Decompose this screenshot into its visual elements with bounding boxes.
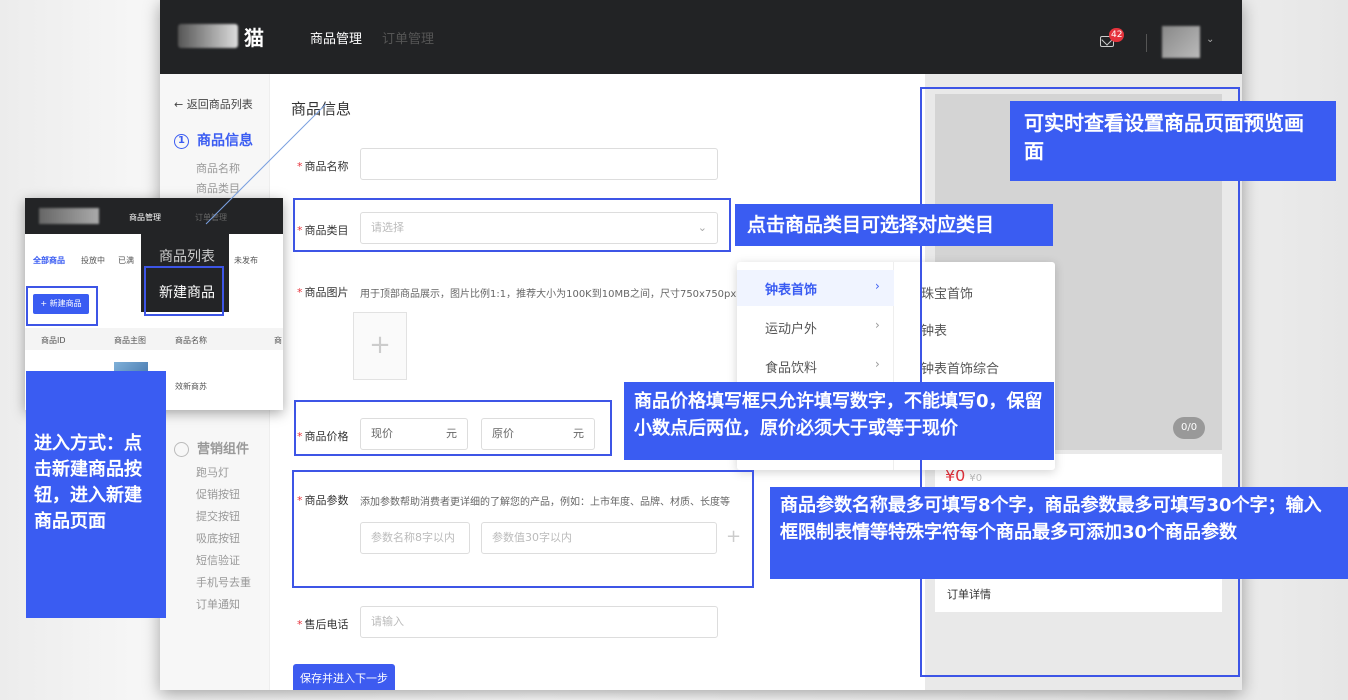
annotation-entry: 进入方式：点击新建商品按钮，进入新建商品页面 [26,371,166,618]
inset-tab-all[interactable]: 全部商品 [33,256,65,265]
inset-col-image: 商品主图 [114,336,146,345]
dropdown-option[interactable]: 食品饮料 [765,361,818,376]
step-sub-item[interactable]: 提交按钮 [196,510,240,523]
name-label: *商品名称 [297,160,349,173]
params-label: *商品参数 [297,494,349,507]
new-button-highlight-box [26,286,98,326]
chevron-down-icon: ⌄ [697,221,707,234]
dropdown-suboption[interactable]: 珠宝首饰 [921,287,974,302]
step-number-icon: 1 [174,133,189,149]
dropdown-suboption[interactable]: 钟表 [921,324,948,339]
chevron-right-icon: › [875,357,880,371]
product-name-input[interactable] [360,148,718,180]
step-sub-item[interactable]: 促销按钮 [196,488,240,501]
new-product-highlight-box [144,266,224,316]
preview-price: ¥0¥0 [945,466,983,485]
step-title: 营销组件 [197,442,250,457]
step-circle-icon [174,442,189,457]
annotation-category: 点击商品类目可选择对应类目 [735,204,1053,246]
step-marketing[interactable]: 营销组件 [174,438,249,457]
inset-tab-full[interactable]: 已满 [118,256,134,265]
step-sub-item[interactable]: 短信验证 [196,554,240,567]
chevron-down-icon[interactable]: ⌄ [1206,34,1215,45]
mail-badge: 42 [1109,28,1125,42]
current-price-input[interactable]: 现价元 [360,418,468,450]
original-price-input[interactable]: 原价元 [481,418,595,450]
step-sub-item[interactable]: 商品类目 [196,182,240,195]
inset-col-id: 商品ID [41,336,66,345]
inset-tab-unpublished[interactable]: 未发布 [234,256,258,265]
params-highlight-box [292,470,754,588]
arrow-left-icon: ← [174,98,184,111]
order-details-label: 订单详情 [947,588,991,601]
dropdown-option[interactable]: 钟表首饰 [765,283,818,298]
price-highlight-box [294,400,612,456]
connector-line [205,103,327,225]
inset-table-header [25,328,283,350]
dropdown-option[interactable]: 运动户外 [765,322,818,337]
menu-product-list[interactable]: 商品列表 [159,249,215,265]
inset-nav-dropdown: 商品列表 新建商品 [141,232,229,312]
phone-label: *售后电话 [297,618,349,631]
step-sub-item[interactable]: 商品名称 [196,162,240,175]
category-label: *商品类目 [297,224,349,237]
category-highlight-box [293,198,731,252]
back-label: 返回商品列表 [186,98,253,111]
logo-text: 猫 [244,26,264,50]
after-sales-phone-input[interactable]: 请输入 [360,606,718,638]
inset-col-extra: 商 [274,336,282,345]
inset-nav-bar: 商品管理 订单管理 [25,198,283,234]
price-label: *商品价格 [297,430,349,443]
param-value-input[interactable]: 参数值30字以内 [481,522,717,554]
step-title: 商品信息 [197,133,253,149]
inset-row-name: 效新商苏 [175,382,207,391]
top-nav-bar: 猫 商品管理 订单管理 42 ⌄ [160,0,1242,74]
avatar[interactable] [1162,26,1200,58]
params-hint: 添加参数帮助消费者更详细的了解您的产品，例如：上市年度、品牌、材质、长度等 [360,497,730,508]
nav-order-management[interactable]: 订单管理 [382,32,435,47]
step-sub-item[interactable]: 订单通知 [196,598,240,611]
add-param-icon[interactable]: + [726,526,742,547]
dropdown-suboption[interactable]: 钟表首饰综合 [921,362,1000,377]
inset-nav-products[interactable]: 商品管理 [129,213,161,222]
dropdown-level1: 钟表首饰 › 运动户外 › 食品饮料 › [737,262,894,470]
annotation-preview: 可实时查看设置商品页面预览画面 [1010,101,1336,181]
nav-product-management[interactable]: 商品管理 [310,32,363,47]
image-counter: 0/0 [1173,417,1206,439]
inset-logo [39,208,99,224]
inset-col-name: 商品名称 [175,336,207,345]
step-sub-item[interactable]: 手机号去重 [196,576,251,589]
image-hint: 用于顶部商品展示，图片比例1:1，推荐大小为100K到10MB之间，尺寸750x… [360,289,787,300]
category-select[interactable]: 请选择⌄ [360,212,718,244]
dropdown-highlight [737,270,894,306]
image-label: *商品图片 [297,286,349,299]
inset-new-product-button[interactable]: + 新建商品 [33,294,89,314]
save-next-button[interactable]: 保存并进入下一步 [293,664,395,690]
step-sub-item[interactable]: 吸底按钮 [196,532,240,545]
step-sub-item[interactable]: 跑马灯 [196,466,229,479]
menu-new-product[interactable]: 新建商品 [159,285,215,301]
step-product-info[interactable]: 1 商品信息 [174,130,253,150]
chevron-right-icon: › [875,318,880,332]
logo-image [178,24,238,48]
chevron-right-icon: › [875,279,880,293]
inset-nav-orders[interactable]: 订单管理 [195,213,227,222]
inset-tab-active[interactable]: 投放中 [81,256,105,265]
param-name-input[interactable]: 参数名称8字以内 [360,522,470,554]
annotation-params: 商品参数名称最多可填写8个字，商品参数最多可填写30个字；输入框限制表情等特殊字… [770,487,1348,579]
annotation-price: 商品价格填写框只允许填写数字，不能填写0，保留小数点后两位，原价必须大于或等于现… [624,382,1054,460]
image-upload-button[interactable]: + [353,312,407,380]
back-link[interactable]: ← 返回商品列表 [174,96,253,112]
divider [1146,34,1147,52]
